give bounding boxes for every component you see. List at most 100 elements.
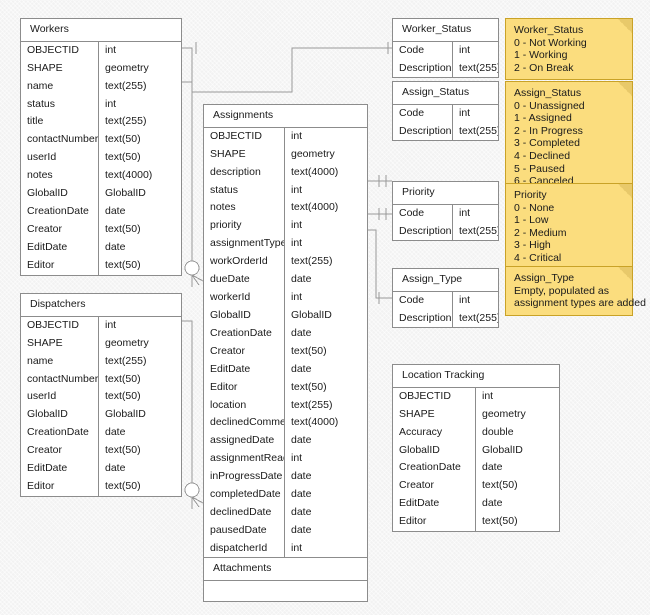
field-type: int — [459, 43, 471, 56]
field-name: userId — [21, 149, 99, 167]
field-name: Description — [393, 309, 453, 328]
field-type: int — [105, 43, 117, 56]
note-heading: Worker_Status — [514, 24, 584, 36]
field-type: text(4000) — [291, 165, 339, 178]
note-line: 3 - Completed — [514, 137, 580, 150]
field-name: GlobalID — [21, 184, 99, 203]
cardinality-zero-workers — [184, 260, 200, 276]
note-line: 0 - Unassigned — [514, 99, 585, 112]
note-fold-corner-icon — [618, 183, 633, 198]
field-type: text(50) — [482, 515, 518, 528]
field-type: text(50) — [105, 372, 141, 385]
field-type: date — [291, 488, 312, 501]
field-type: date — [105, 462, 126, 475]
table-row: CreationDate date — [393, 459, 559, 478]
field-name: CreationDate — [21, 202, 99, 221]
table-title: Priority — [393, 182, 498, 205]
field-name: contactNumber — [21, 131, 99, 150]
field-type: int — [459, 106, 471, 119]
field-type: date — [291, 362, 312, 375]
rel-assignments-type — [368, 229, 392, 299]
field-name: Editor — [393, 513, 476, 531]
field-type: date — [105, 240, 126, 253]
field-name: OBJECTID — [393, 387, 476, 406]
table-row: Editor text(50) — [393, 513, 559, 531]
field-name: declinedComment — [204, 414, 285, 433]
field-name: SHAPE — [21, 334, 99, 353]
field-type: text(50) — [105, 222, 141, 235]
field-name: CreationDate — [21, 424, 99, 442]
entity-table-attachments[interactable]: Attachments — [203, 557, 368, 602]
field-type: geometry — [105, 336, 149, 349]
field-type: text(50) — [105, 133, 141, 146]
field-name: Description — [393, 122, 453, 141]
field-name: SHAPE — [393, 405, 476, 424]
note-line: Empty, populated as — [514, 284, 609, 297]
field-name: name — [21, 352, 99, 371]
field-type: date — [482, 461, 503, 474]
field-name: Accuracy — [393, 423, 476, 442]
field-name: Code — [393, 41, 453, 60]
field-name: Code — [393, 291, 453, 310]
rel-workers-status — [182, 47, 392, 93]
field-name: description — [204, 163, 285, 182]
note-line: assignment types are added — [514, 297, 646, 310]
field-type: int — [459, 293, 471, 306]
field-name: GlobalID — [204, 306, 285, 325]
note-line: 2 - In Progress — [514, 124, 583, 137]
field-type: text(4000) — [291, 416, 339, 429]
table-title: Assignments — [204, 105, 367, 128]
field-name: Creator — [21, 442, 99, 460]
field-name: assignmentType — [204, 235, 285, 253]
note-line: 2 - On Break — [514, 61, 574, 74]
field-type: int — [291, 129, 303, 142]
field-type: date — [105, 205, 126, 218]
field-name: EditDate — [393, 495, 476, 513]
note-line: 2 - Medium — [514, 226, 567, 239]
field-type: int — [291, 183, 303, 196]
field-type: geometry — [291, 147, 335, 160]
note-line: 1 - Low — [514, 214, 549, 227]
crowfoot-dispatchers — [191, 496, 204, 509]
field-name: CreationDate — [204, 324, 285, 343]
note-line: 0 - Not Working — [514, 36, 587, 49]
field-name: pausedDate — [204, 521, 285, 540]
note-heading: Priority — [514, 189, 547, 201]
field-name: CreationDate — [393, 459, 476, 478]
field-name: EditDate — [21, 238, 99, 257]
field-type: int — [291, 237, 303, 250]
field-name: Editor — [21, 256, 99, 275]
